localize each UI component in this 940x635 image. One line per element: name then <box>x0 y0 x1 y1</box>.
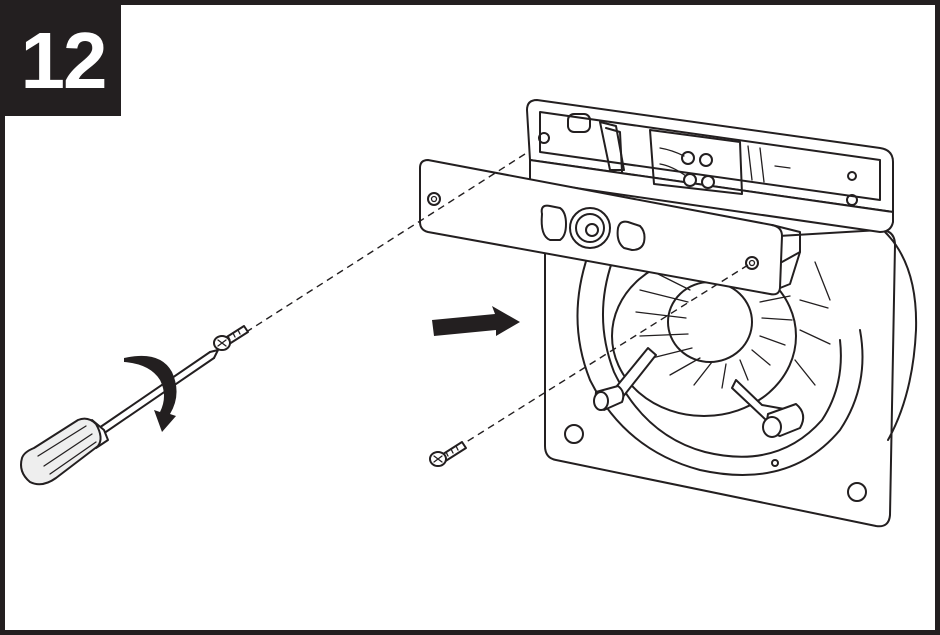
push-direction-arrow-icon <box>432 306 520 336</box>
alignment-line-top <box>239 153 526 337</box>
fan-back-plate <box>544 229 918 528</box>
screwdriver-icon <box>20 349 219 486</box>
mounting-clip-left <box>593 347 657 411</box>
step-number: 12 <box>5 5 121 116</box>
terminal-cover-plate <box>419 159 801 296</box>
terminal-housing <box>526 99 894 233</box>
screw-icon <box>429 441 467 467</box>
screw-icon <box>213 325 249 351</box>
mounting-clip-right <box>731 379 805 438</box>
clockwise-rotation-arrow-icon <box>124 355 177 432</box>
